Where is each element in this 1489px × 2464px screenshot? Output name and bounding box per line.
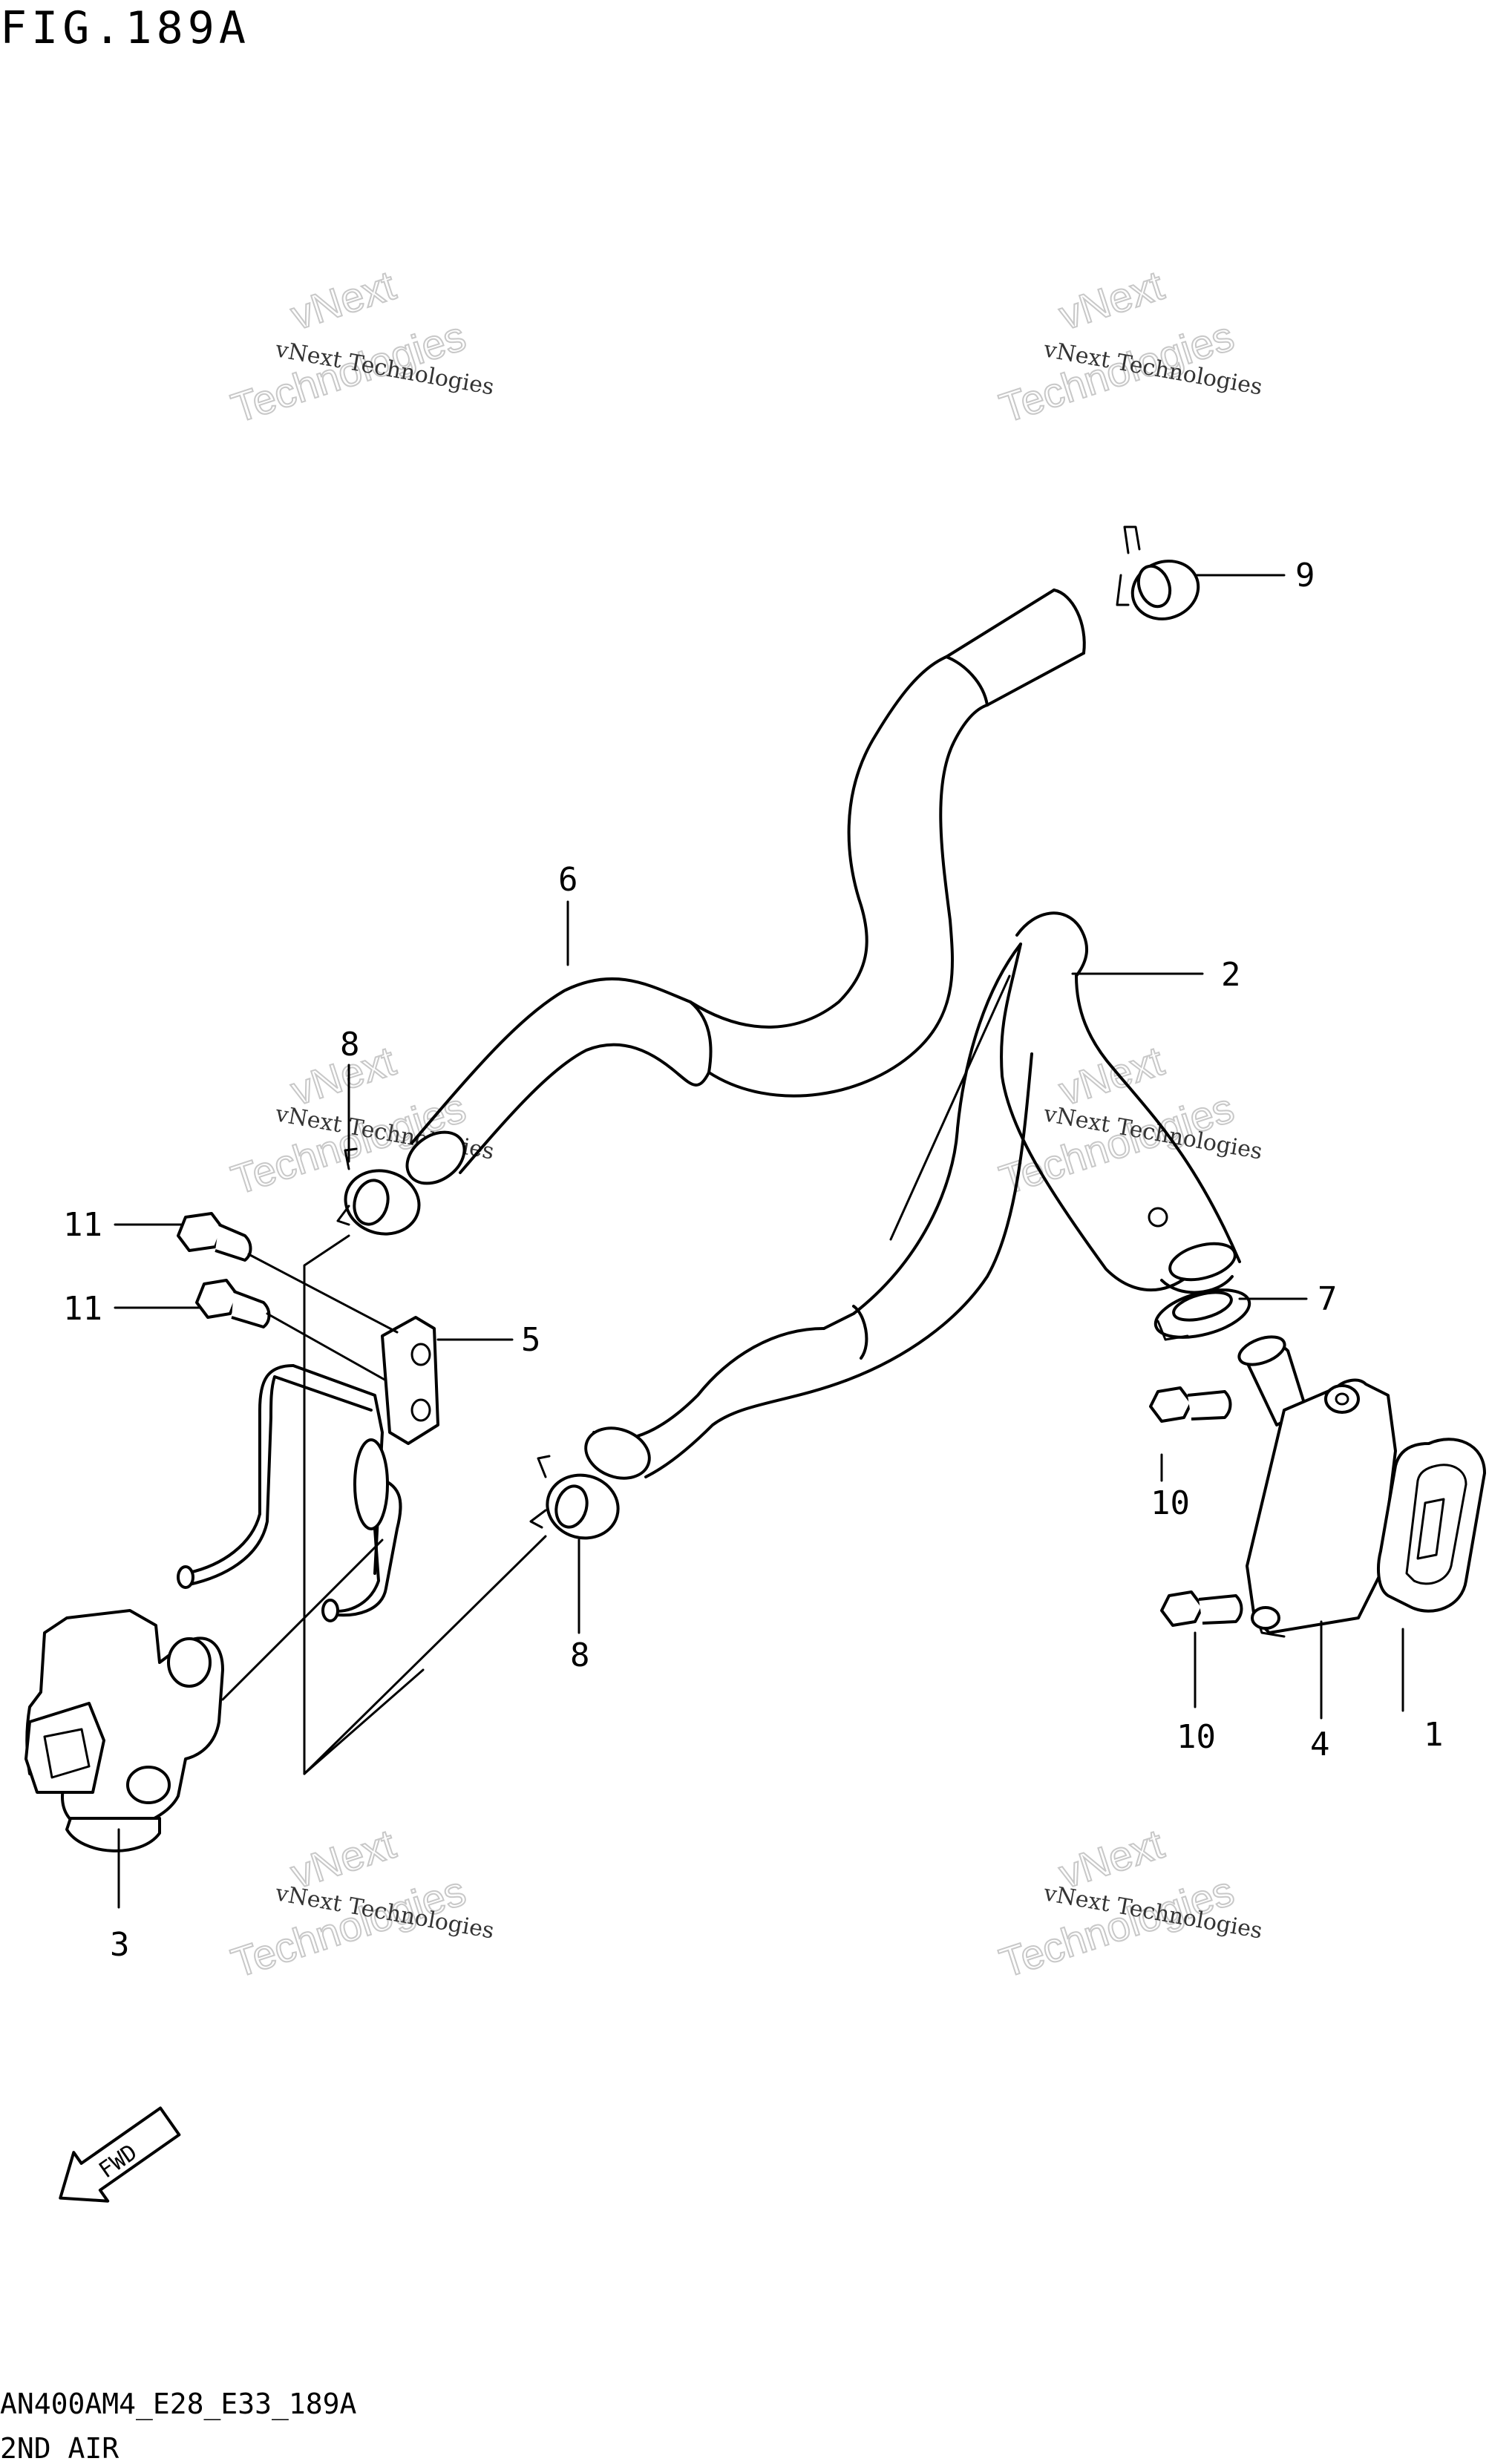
callout-10-upper: 10 (1151, 1484, 1190, 1522)
model-code: AN400AM4_E28_E33_189A (0, 2388, 357, 2421)
valve-part-3 (24, 1609, 224, 1852)
watermark-line2: vNext (1053, 261, 1169, 338)
callout-11-upper: 11 (63, 1206, 102, 1244)
callout-5: 5 (521, 1321, 541, 1359)
reed-valve-cover-part-4 (1237, 1335, 1397, 1638)
watermark-top-left: vNext Technologies vNext Technologies (225, 261, 496, 432)
callout-9: 9 (1295, 557, 1315, 594)
watermark-bottom-left: vNext Technologies vNext Technologies (225, 1819, 496, 1987)
connection-lines (221, 974, 1011, 1775)
callout-7: 7 (1318, 1280, 1338, 1318)
callouts: 1 2 3 4 5 6 7 8 8 9 10 10 11 11 (63, 557, 1444, 1964)
callout-6: 6 (558, 861, 578, 899)
callout-8-upper: 8 (340, 1026, 360, 1064)
bolt-part-10-upper (1149, 1386, 1232, 1423)
watermark-mid-right: vNext Technologies vNext Technologies (993, 1036, 1264, 1204)
clamp-part-9 (1116, 525, 1200, 620)
callout-1: 1 (1424, 1716, 1444, 1754)
callout-10-lower: 10 (1177, 1718, 1216, 1756)
clamp-part-7 (1153, 1288, 1251, 1341)
section-name: 2ND AIR (0, 2432, 119, 2464)
callout-2: 2 (1221, 956, 1241, 994)
clamp-part-8-lower (529, 1455, 620, 1540)
figure-title: FIG.189A (0, 2, 250, 54)
bolt-part-10-lower (1160, 1590, 1243, 1627)
callout-8-lower: 8 (570, 1636, 590, 1674)
bolt-part-11-upper (177, 1212, 252, 1262)
watermark-bottom-right: vNext Technologies vNext Technologies (993, 1819, 1264, 1987)
watermark-line2: vNext (285, 261, 401, 338)
watermark-line2: vNext (1053, 1037, 1169, 1114)
leader-lines (114, 574, 1404, 1909)
bolt-part-11-lower (195, 1279, 271, 1328)
gasket-part-1 (1377, 1438, 1486, 1613)
watermark-top-right: vNext Technologies vNext Technologies (993, 261, 1264, 432)
hose-part-6 (405, 589, 1086, 1185)
bracket-part-5 (177, 1316, 439, 1622)
callout-4: 4 (1310, 1726, 1330, 1763)
callout-3: 3 (110, 1926, 130, 1964)
hose-part-2 (584, 911, 1241, 1480)
callout-11-lower: 11 (63, 1290, 102, 1328)
clamp-part-8-upper (336, 1147, 421, 1236)
fwd-arrow-icon: FWD (59, 2106, 181, 2203)
